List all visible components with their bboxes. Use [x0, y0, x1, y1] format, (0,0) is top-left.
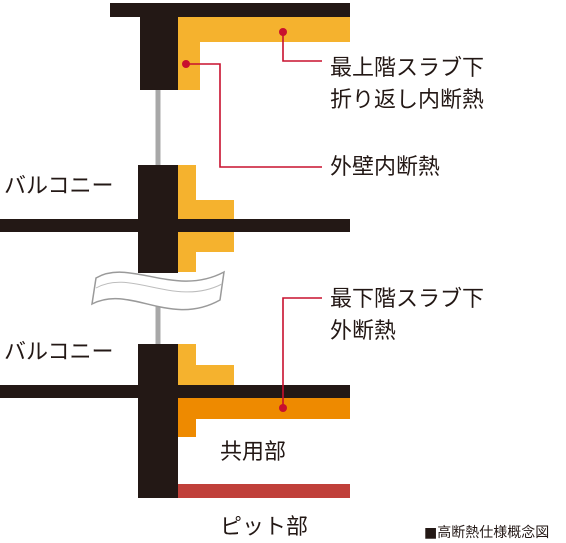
bottom-slab-exterior-insulation — [178, 398, 350, 437]
upper-wall-insulation-above-slab — [178, 165, 234, 219]
label-balcony-lower: バルコニー — [4, 340, 114, 365]
label-outer-wall-insulation: 外壁内断熱 — [330, 155, 441, 180]
roof-slab-concrete — [110, 3, 350, 90]
break-symbol — [91, 270, 225, 311]
label-pit: ピット部 — [220, 515, 309, 540]
caption-insulation-concept: ■高断熱仕様概念図 — [424, 525, 550, 541]
leader-dot-top-slab — [279, 28, 287, 36]
leader-bottom-slab — [282, 297, 322, 408]
break-symbol-inner-line — [95, 281, 223, 293]
leader-dot-outer-wall — [182, 60, 190, 68]
label-balcony-upper: バルコニー — [4, 174, 114, 199]
leader-dot-bottom-slab — [279, 404, 287, 412]
upper-wall-insulation-below-slab — [178, 232, 234, 272]
label-common-area: 共用部 — [220, 440, 287, 465]
leader-lines — [186, 32, 322, 408]
lower-wall-insulation — [178, 344, 234, 385]
label-top-slab-insulation: 最上階スラブ下 折り返し内断熱 — [330, 56, 485, 113]
lower-balcony-slab — [0, 385, 350, 398]
lower-wall-concrete — [138, 344, 178, 498]
leader-dots — [182, 28, 287, 412]
leader-outer-wall — [186, 63, 322, 168]
roof-slab-insulation — [178, 17, 350, 90]
leader-top-slab — [282, 32, 322, 62]
label-bottom-slab-insulation: 最下階スラブ下 外断熱 — [330, 287, 485, 344]
pit-slab — [178, 484, 350, 498]
upper-balcony-slab — [0, 219, 350, 232]
